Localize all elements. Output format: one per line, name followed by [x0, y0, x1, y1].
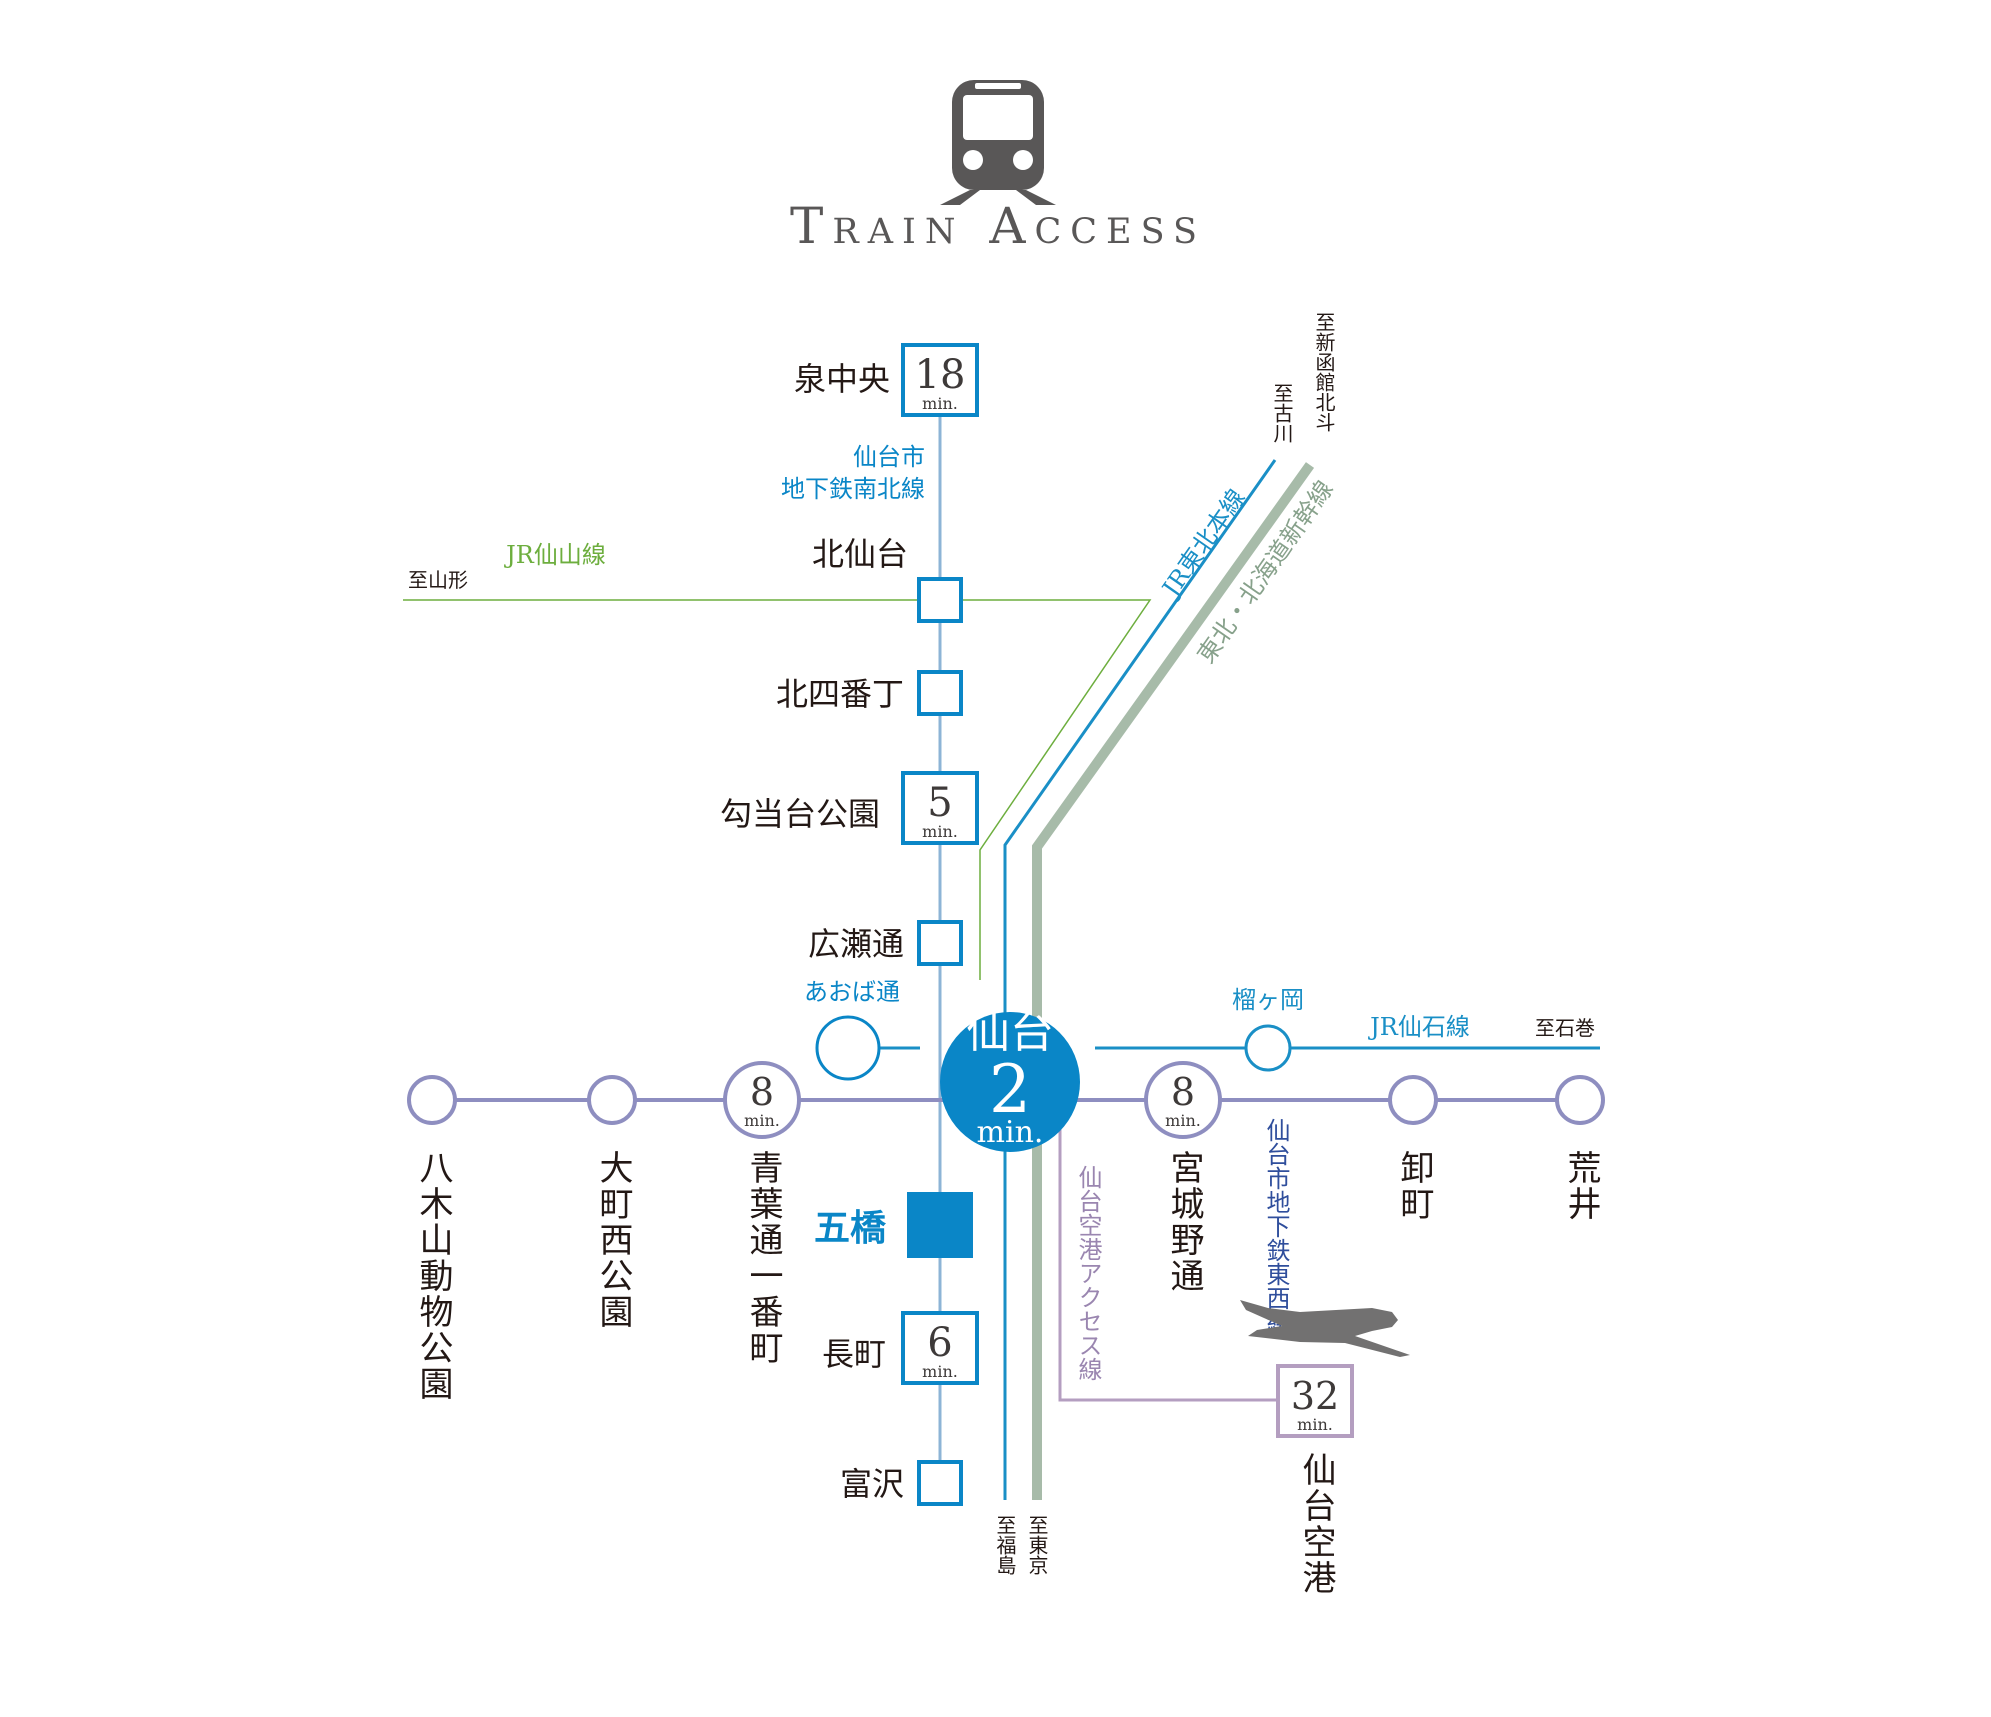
station-label: 富沢: [840, 1465, 904, 1503]
station-minutes: 6: [927, 1320, 952, 1366]
station-minutes: 2: [989, 1051, 1031, 1128]
station-minutes: 5: [927, 780, 952, 826]
station-koutoudai-koen[interactable]: 5 min. 勾当台公園: [720, 771, 979, 845]
station-min-unit: min.: [1297, 1415, 1333, 1434]
station-label: 大町西公園: [593, 1150, 633, 1330]
namboku-line-label: 仙台市: [853, 443, 925, 471]
train-icon: [940, 80, 1056, 205]
station-oroshimachi[interactable]: 卸町: [1388, 1075, 1438, 1222]
station-label: 泉中央: [794, 360, 890, 398]
station-label: 長町: [822, 1335, 886, 1373]
direction-furukawa: 至古川: [1270, 383, 1294, 443]
station-label: 青葉通一番町: [743, 1150, 783, 1366]
station-min-unit: min.: [1165, 1111, 1201, 1130]
airplane-icon: [1240, 1300, 1410, 1357]
airport-line-label: 仙台空港アクセス線: [1074, 1165, 1102, 1381]
tozai-line-label: 仙台市地下鉄東西線: [1262, 1118, 1290, 1334]
station-arai[interactable]: 荒井: [1555, 1075, 1605, 1222]
station-minutes: 8: [1171, 1070, 1195, 1114]
station-label: 北仙台: [812, 535, 908, 573]
station-kita-yonbancho[interactable]: 北四番丁: [776, 670, 963, 716]
station-min-unit: min.: [977, 1115, 1044, 1150]
senzan-line: [403, 599, 1152, 980]
page-title: Train Access: [790, 197, 1206, 255]
tohoku-line-label: JR東北本線: [1155, 484, 1251, 604]
station-nagamachi[interactable]: 6 min. 長町: [822, 1311, 979, 1385]
tohoku-line: [1003, 459, 1277, 1500]
station-label: 仙台空港: [1296, 1452, 1336, 1596]
direction-ishinomaki: 至石巻: [1535, 1016, 1595, 1040]
station-aoba-ichibancho[interactable]: 8 min. 青葉通一番町: [723, 1061, 801, 1366]
station-min-unit: min.: [922, 822, 958, 841]
station-tomizawa[interactable]: 富沢: [840, 1460, 963, 1506]
station-label: 卸町: [1394, 1150, 1434, 1222]
station-itsutsubashi[interactable]: 五橋: [814, 1192, 973, 1258]
senzan-line-label: JR仙山線: [503, 541, 606, 569]
station-aobadori[interactable]: あおば通: [804, 978, 900, 1081]
station-miyagino-dori[interactable]: 8 min. 宮城野通: [1144, 1061, 1222, 1294]
direction-tokyo: 至東京: [1025, 1515, 1049, 1575]
station-min-unit: min.: [922, 394, 958, 413]
station-kita-sendai[interactable]: 北仙台: [812, 535, 963, 623]
station-label: 勾当台公園: [720, 795, 880, 833]
station-minutes: 8: [750, 1070, 774, 1114]
direction-fukushima: 至福島: [993, 1515, 1017, 1575]
station-label: 宮城野通: [1164, 1150, 1204, 1294]
station-omachi-nishi[interactable]: 大町西公園: [587, 1075, 637, 1330]
station-minutes: 18: [915, 352, 966, 398]
station-label: 広瀬通: [808, 925, 904, 963]
station-min-unit: min.: [922, 1362, 958, 1381]
direction-shin-hakodate-hokuto: 至新函館北斗: [1312, 312, 1336, 432]
namboku-line-label-2: 地下鉄南北線: [781, 475, 925, 503]
station-sendai-airport[interactable]: 32 min. 仙台空港: [1276, 1364, 1354, 1596]
station-label: 仙台: [966, 1007, 1054, 1058]
station-label: 北四番丁: [776, 675, 904, 713]
station-minutes: 32: [1291, 1374, 1339, 1418]
station-label: 八木山動物公園: [413, 1150, 453, 1402]
station-label: あおば通: [804, 978, 900, 1006]
station-label: 榴ヶ岡: [1232, 986, 1304, 1014]
direction-yamagata: 至山形: [408, 568, 468, 592]
station-sendai[interactable]: 仙台 2 min.: [940, 1007, 1080, 1152]
senseki-line-label: JR仙石線: [1367, 1013, 1470, 1041]
station-hirosedori[interactable]: 広瀬通: [808, 920, 963, 966]
station-label: 五橋: [814, 1207, 886, 1249]
airport-line: [1058, 1125, 1278, 1402]
station-tsutsujigaoka[interactable]: 榴ヶ岡: [1232, 986, 1304, 1072]
station-izumi-chuo[interactable]: 18 min. 泉中央: [794, 343, 979, 417]
station-min-unit: min.: [744, 1111, 780, 1130]
shinkansen-line: [1032, 462, 1315, 1500]
station-label: 荒井: [1561, 1150, 1601, 1222]
station-yagiyama[interactable]: 八木山動物公園: [407, 1075, 457, 1402]
